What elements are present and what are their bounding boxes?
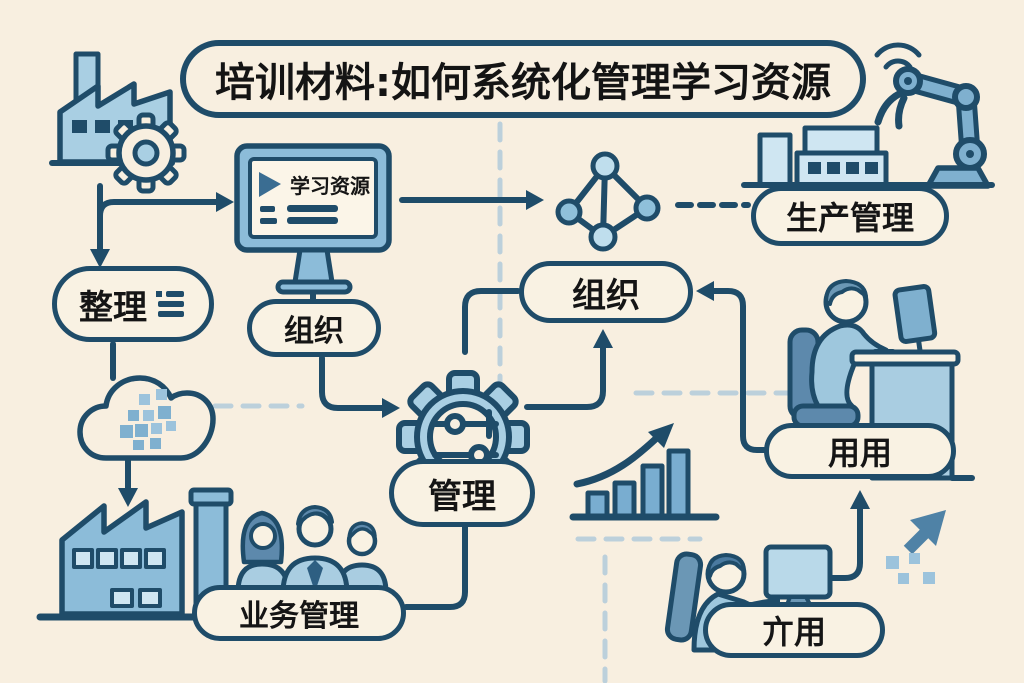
monitor-screen-title: 学习资源 [290, 174, 370, 198]
node-apply: 用用 [764, 423, 956, 479]
bar-chart-icon [569, 423, 720, 521]
list-lines-icon [260, 205, 338, 224]
gear-icon [105, 112, 187, 194]
node-organization-left: 组织 [247, 299, 381, 357]
network-icon [555, 151, 661, 252]
node-business-management: 业务管理 [192, 585, 406, 641]
node-use: 亣用 [703, 602, 885, 658]
team-icon [235, 505, 389, 596]
node-production-management-label: 生产管理 [785, 199, 914, 237]
factory-gear-icon [49, 51, 187, 194]
node-business-management-label: 业务管理 [239, 599, 359, 634]
wifi-icon [874, 42, 922, 70]
node-use-label: 亣用 [761, 613, 826, 651]
play-icon [259, 172, 281, 197]
monitor-icon: 学习资源 [234, 143, 392, 295]
arrow-gear-to-organization-center [524, 344, 606, 410]
arrow-organization-to-gear [319, 355, 386, 411]
diagram-title-text: 培训材料:如何系统化管理学习资源 [215, 60, 831, 106]
flow-connectors [97, 183, 863, 610]
node-organize: 整理 [52, 266, 214, 342]
line-organization-center-to-gear [462, 288, 521, 355]
node-production-management: 生产管理 [751, 186, 949, 246]
node-manage-label: 管理 [428, 476, 496, 517]
diagram-title: 培训材料:如何系统化管理学习资源 [180, 40, 866, 118]
pixel-data [120, 389, 176, 450]
node-apply-label: 用用 [827, 434, 892, 472]
arrow-use-to-apply [809, 504, 863, 581]
factory-icon [36, 487, 260, 621]
arrow-apply-to-organization-center [709, 288, 767, 453]
gripper-claw [874, 90, 908, 130]
robot-arm-icon [741, 42, 995, 189]
list-lines-icon [156, 291, 184, 317]
node-organize-label: 整理 [79, 287, 147, 328]
node-organization-left-label: 组织 [284, 314, 344, 349]
pixel-arrow-icon [886, 510, 946, 584]
node-organization-center-label: 组织 [572, 275, 640, 316]
node-organization-center: 组织 [519, 261, 693, 323]
arrow-branch-to-monitor [97, 199, 220, 219]
arrowheads [90, 190, 870, 509]
node-manage: 管理 [389, 459, 535, 527]
line-manage-to-business [403, 524, 468, 610]
cloud-data-icon [77, 375, 216, 461]
dashed-guide-lines [212, 121, 803, 683]
